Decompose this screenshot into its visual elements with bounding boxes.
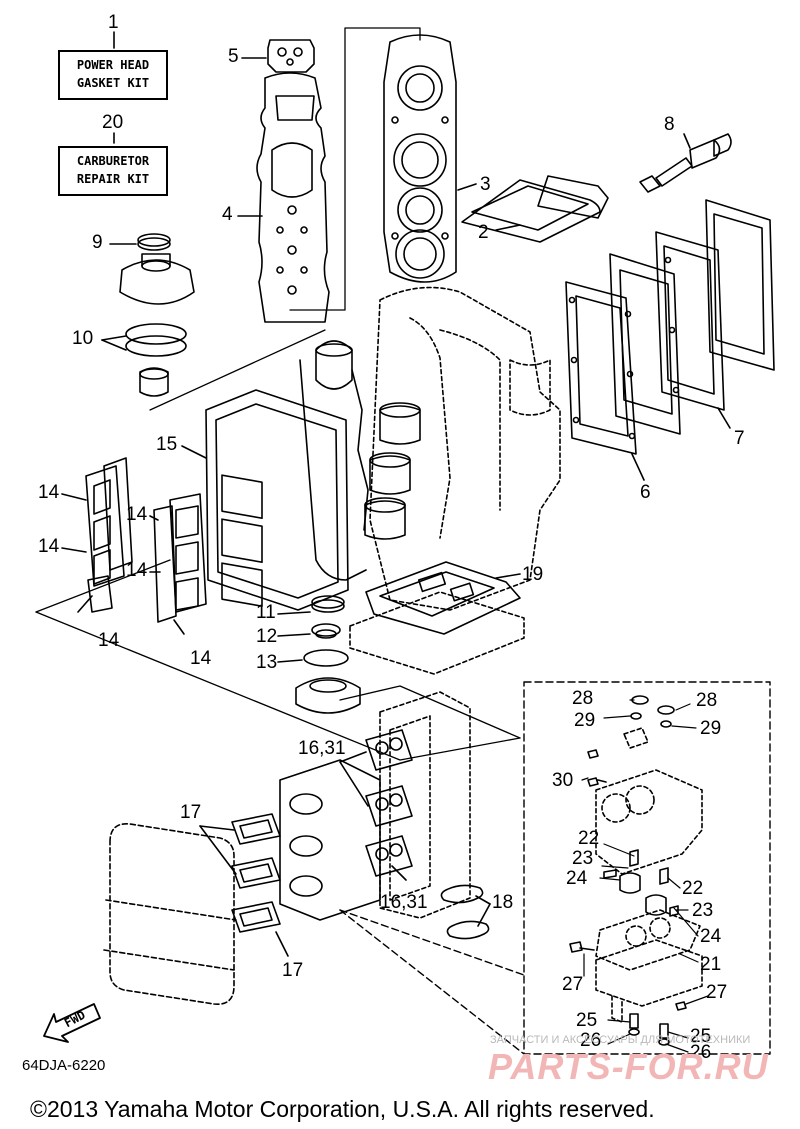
callout-14-f: 14 <box>190 648 212 669</box>
callout-22-a: 22 <box>578 828 600 849</box>
part-19-base-gasket <box>365 561 521 635</box>
callout-24-a: 24 <box>566 868 588 889</box>
callout-29-b: 29 <box>700 718 722 739</box>
seal-housing <box>119 253 195 305</box>
callout-19: 19 <box>522 564 544 585</box>
part-5-cover-gasket <box>241 39 315 73</box>
callout-30: 30 <box>552 770 574 791</box>
part-2-cover-gasket <box>461 175 609 243</box>
callout-3: 3 <box>480 174 491 195</box>
fwd-arrow <box>43 1003 101 1043</box>
part-12-seal <box>277 623 341 639</box>
kit-number-power-head: 1 <box>108 12 119 33</box>
power-head-kit-line1: POWER HEAD <box>76 58 150 72</box>
callout-27-a: 27 <box>562 974 584 995</box>
intake-silencer-cover <box>103 823 237 1005</box>
callout-17-a: 17 <box>180 802 202 823</box>
part-3-head-gasket <box>383 34 477 283</box>
float-chamber <box>595 909 703 1023</box>
cylinder-block <box>369 286 561 611</box>
intake-silencer-body <box>379 691 471 919</box>
part-4-exhaust-gasket <box>237 72 330 323</box>
drawing-code: 64DJA-6220 <box>22 1057 106 1074</box>
callout-28-a: 28 <box>572 688 594 709</box>
callout-27-b: 27 <box>706 982 728 1003</box>
callout-25-a: 25 <box>576 1010 598 1031</box>
callout-17-b: 17 <box>282 960 304 981</box>
callout-14-d: 14 <box>126 560 148 581</box>
carburetor-body <box>595 727 703 875</box>
power-head-kit-line2: GASKET KIT <box>76 76 150 90</box>
callout-4: 4 <box>222 204 233 225</box>
callout-13: 13 <box>256 652 278 673</box>
carburetor-repair-kit-box: CARBURETOR REPAIR KIT <box>58 146 168 196</box>
part-11-seal <box>277 595 345 615</box>
carburetor-kit-line2: REPAIR KIT <box>76 172 150 186</box>
callout-14-b: 14 <box>38 536 60 557</box>
callout-12: 12 <box>256 626 278 647</box>
callout-14-a: 14 <box>38 482 60 503</box>
callout-21: 21 <box>700 954 722 975</box>
callout-7: 7 <box>734 428 745 449</box>
callout-9: 9 <box>92 232 103 253</box>
carburetor-detail-box <box>339 681 771 1055</box>
callout-8: 8 <box>664 114 675 135</box>
callout-14-e: 14 <box>98 630 120 651</box>
callout-29-a: 29 <box>574 710 596 731</box>
callout-16-31-b: 16,31 <box>380 892 428 913</box>
part-15-crankcase-gasket <box>181 389 349 611</box>
callout-18: 18 <box>492 892 514 913</box>
part-13-o-ring <box>277 649 349 667</box>
callout-16-31-a: 16,31 <box>298 738 346 759</box>
callout-15: 15 <box>156 434 178 455</box>
part-8-valve-assembly <box>639 133 732 193</box>
carburetor-kit-line1: CARBURETOR <box>76 154 150 168</box>
assembly-outline <box>35 559 521 761</box>
watermark-tagline: ЗАПЧАСТИ И АКСЕССУАРЫ ДЛЯ МОТОТЕХНИКИ <box>490 1034 751 1046</box>
part-10-o-rings <box>101 323 187 397</box>
callout-24-b: 24 <box>700 926 722 947</box>
power-head-gasket-kit-box: POWER HEAD GASKET KIT <box>58 50 168 100</box>
callout-11: 11 <box>256 602 276 623</box>
bracket-lines <box>149 27 421 411</box>
part-17-silencer-gaskets <box>199 813 289 957</box>
callout-2: 2 <box>478 222 489 243</box>
base-plate <box>349 591 525 675</box>
intake-manifold <box>279 759 381 921</box>
part-9-oil-seal <box>109 233 171 251</box>
bearing-housing <box>295 677 361 714</box>
kit-number-carburetor: 20 <box>102 112 124 133</box>
drain-screws <box>569 941 687 1046</box>
part-14-reed-valves <box>61 457 207 635</box>
part-18-gaskets <box>440 884 491 940</box>
callout-10: 10 <box>72 328 94 349</box>
callout-22-b: 22 <box>682 878 704 899</box>
part-7-exhaust-cover <box>655 199 775 429</box>
callout-26-a: 26 <box>580 1030 602 1051</box>
part-6-gasket-frame <box>565 281 645 481</box>
crankshaft-assembly <box>299 340 421 581</box>
callout-28-b: 28 <box>696 690 718 711</box>
callout-5: 5 <box>228 46 239 67</box>
callout-14-c: 14 <box>126 504 148 525</box>
callout-23-a: 23 <box>572 848 594 869</box>
copyright-notice: ©2013 Yamaha Motor Corporation, U.S.A. A… <box>30 1096 655 1122</box>
carburetor-gaskets <box>339 729 413 881</box>
callout-6: 6 <box>640 482 651 503</box>
callout-26-b: 26 <box>690 1042 712 1063</box>
callout-25-b: 25 <box>690 1026 712 1047</box>
callout-23-b: 23 <box>692 900 714 921</box>
carb-leader-lines <box>581 699 709 1053</box>
watermark-logo: PARTS-FOR.RU <box>488 1046 769 1087</box>
exhaust-plate <box>609 253 681 435</box>
